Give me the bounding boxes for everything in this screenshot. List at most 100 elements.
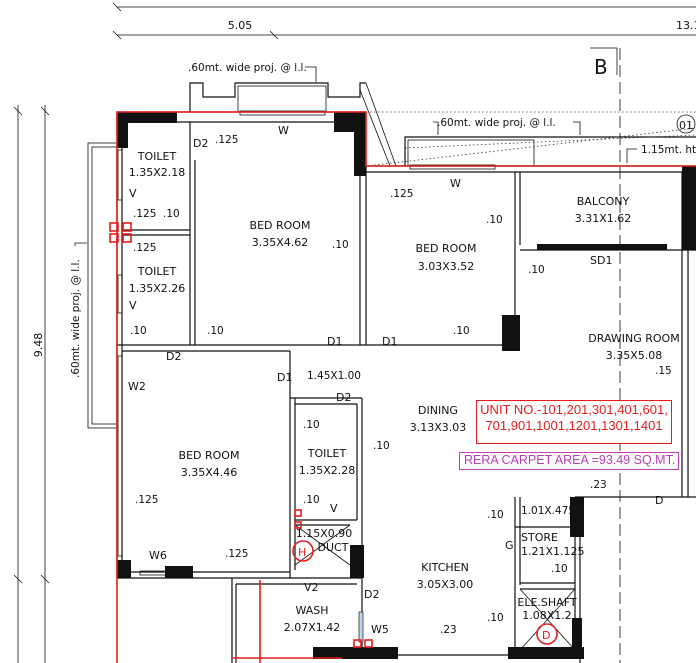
projection-note-left: .60mt. wide proj. @ l.l. [70, 259, 82, 378]
dim-label: .23 [440, 624, 457, 636]
room-name: TOILET [307, 447, 347, 460]
dim-label: 1.01X.475 [521, 505, 575, 517]
shaft-marker: D [542, 629, 550, 642]
dim-label: .23 [590, 479, 607, 491]
window-tag: W2 [128, 380, 146, 393]
grid-marker-circle [676, 114, 696, 134]
door-tag: D1 [277, 371, 292, 384]
room-size: 1.15X0.90 [296, 527, 353, 540]
small-dimensions: .125 .125 .125 .10 .125 .10 .10 .10 .10 … [130, 134, 672, 636]
room-size: 1.21X1.125 [521, 545, 585, 558]
ventilator-tag: V [330, 502, 338, 515]
unit-outline [109, 111, 696, 663]
door-tag: D2 [193, 137, 208, 150]
room-size: 1.35X2.26 [129, 282, 186, 295]
door-tag: D1 [327, 335, 342, 348]
room-name: BED ROOM [250, 219, 311, 232]
window-tag: W6 [149, 549, 167, 562]
room-name: DUCT [318, 541, 349, 554]
unit-numbers-box: UNIT NO.-101,201,301,401,601, 701,901,10… [476, 400, 672, 444]
ventilator-tag: V2 [304, 581, 319, 594]
dim-label: .10 [207, 325, 224, 337]
ventilator-tag: V [129, 187, 137, 200]
room-size: 1.35X2.18 [129, 166, 186, 179]
room-name: DRAWING ROOM [588, 332, 679, 345]
dimension-9-48: 9.48 [32, 333, 45, 358]
room-size: 3.35X4.62 [252, 236, 309, 249]
dim-label: .125 [135, 494, 158, 506]
room-labels: TOILET 1.35X2.18 BED ROOM 3.35X4.62 BED … [129, 150, 680, 634]
door-tag: D1 [382, 335, 397, 348]
dim-label: .10 [487, 509, 504, 521]
door-tag: D2 [364, 588, 379, 601]
door-tag: SD1 [590, 254, 612, 267]
room-name: DINING [418, 404, 458, 417]
door-tag: D2 [336, 391, 351, 404]
projections [87, 82, 696, 429]
dimension-lines [13, 2, 696, 663]
dim-label: .10 [163, 208, 180, 220]
room-name: TOILET [137, 265, 177, 278]
leader-arrow [433, 121, 439, 135]
room-size: 3.13X3.03 [410, 421, 467, 434]
room-name: STORE [521, 531, 558, 544]
room-name: TOILET [137, 150, 177, 163]
dim-label: .10 [332, 239, 349, 251]
dim-label: .125 [215, 134, 238, 146]
room-size: 1.35X2.28 [299, 464, 356, 477]
duct-marker: H [298, 546, 306, 559]
height-note: 1.15mt. ht. [641, 144, 696, 156]
room-size: 3.31X1.62 [575, 212, 632, 225]
section-label: B [594, 55, 608, 79]
leader-arrow [573, 121, 581, 135]
room-name: ELE.SHAFT [517, 596, 576, 609]
dim-label: .10 [551, 563, 568, 575]
dim-label: .10 [528, 264, 545, 276]
dim-label: .15 [655, 365, 672, 377]
window-tag: W [450, 177, 461, 190]
dim-label: 1.45X1.00 [307, 370, 361, 382]
dim-label: .10 [303, 494, 320, 506]
room-name: BED ROOM [179, 449, 240, 462]
dim-label: .10 [130, 325, 147, 337]
grill-tag: G [505, 539, 514, 552]
dim-label: .10 [486, 214, 503, 226]
room-size: 2.07X1.42 [284, 621, 341, 634]
dim-label: .10 [303, 419, 320, 431]
room-size: 3.35X5.08 [606, 349, 663, 362]
wall-blocks [117, 112, 696, 659]
unit-numbers-line1: UNIT NO.-101,201,301,401,601, [480, 402, 668, 417]
dim-label: .10 [373, 440, 390, 452]
room-size: 3.35X4.46 [181, 466, 238, 479]
carpet-area-box: RERA CARPET AREA =93.49 SQ.MT. [459, 452, 679, 470]
dim-label: .10 [453, 325, 470, 337]
section-marker [590, 47, 618, 75]
room-size: 3.03X3.52 [418, 260, 475, 273]
dim-label: .10 [487, 612, 504, 624]
dim-label: .125 [133, 208, 156, 220]
projection-note-top: .60mt. wide proj. @ l.l. [188, 62, 307, 74]
dim-label: .125 [133, 242, 156, 254]
dimension-13-1: 13.1 [676, 19, 696, 32]
door-tag: D [655, 494, 663, 507]
leader-arrow [305, 66, 317, 82]
room-name: BED ROOM [416, 242, 477, 255]
room-name: WASH [295, 604, 328, 617]
dim-label: .125 [390, 188, 413, 200]
leader-arrow [626, 148, 637, 163]
grid-marker-label: 01 [679, 119, 693, 132]
ventilator-tag: V [129, 299, 137, 312]
leader-arrow [74, 242, 87, 246]
unit-numbers-line2: 701,901,1001,1201,1301,1401 [485, 418, 663, 433]
room-size: 1.08X1.2 [522, 609, 572, 622]
opening-tags: D2 W W SD1 D1 D1 D2 D1 D2 V V W2 W6 V V2… [128, 124, 663, 642]
room-size: 3.05X3.00 [417, 578, 474, 591]
door-tag: D2 [166, 350, 181, 363]
dim-label: .125 [225, 548, 248, 560]
projection-note-right: .60mt. wide proj. @ l.l. [437, 117, 556, 129]
room-name: KITCHEN [421, 561, 469, 574]
dimension-5-05: 5.05 [228, 19, 253, 32]
room-name: BALCONY [577, 195, 630, 208]
window-tag: W [278, 124, 289, 137]
